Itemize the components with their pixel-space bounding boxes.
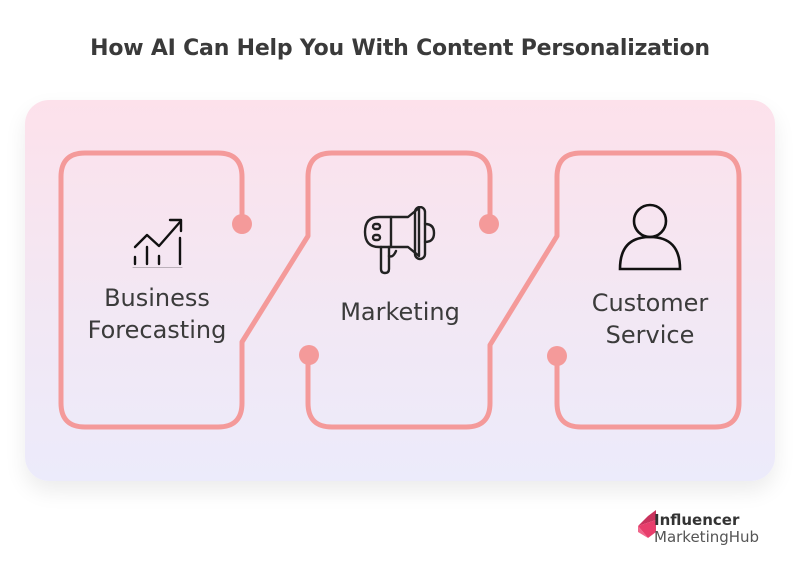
influencer-marketinghub-logo-icon: [638, 510, 656, 538]
card-label-line1: Customer: [591, 289, 709, 317]
connector-dot: [547, 346, 567, 366]
megaphone-icon: [363, 206, 436, 275]
card-label-line1: Business: [104, 284, 210, 312]
card-customer-service: Customer Service: [558, 287, 742, 351]
brand-logo: Influencer MarketingHub: [654, 512, 759, 546]
card-label-line1: Marketing: [340, 298, 460, 326]
connector-dot: [479, 214, 499, 234]
card-business-forecasting: Business Forecasting: [62, 282, 252, 346]
page-title: How AI Can Help You With Content Persona…: [90, 36, 710, 61]
card-marketing: Marketing: [310, 296, 490, 328]
connector-dot: [232, 214, 252, 234]
connector-dot: [299, 345, 319, 365]
logo-line2: MarketingHub: [654, 528, 760, 546]
user-icon: [618, 203, 682, 271]
logo-line1: Influencer: [654, 511, 740, 529]
card-label-line2: Service: [605, 321, 695, 349]
diagram-panel: [25, 100, 775, 481]
chart-growth-icon: [132, 218, 183, 268]
card-label-line2: Forecasting: [87, 316, 227, 344]
